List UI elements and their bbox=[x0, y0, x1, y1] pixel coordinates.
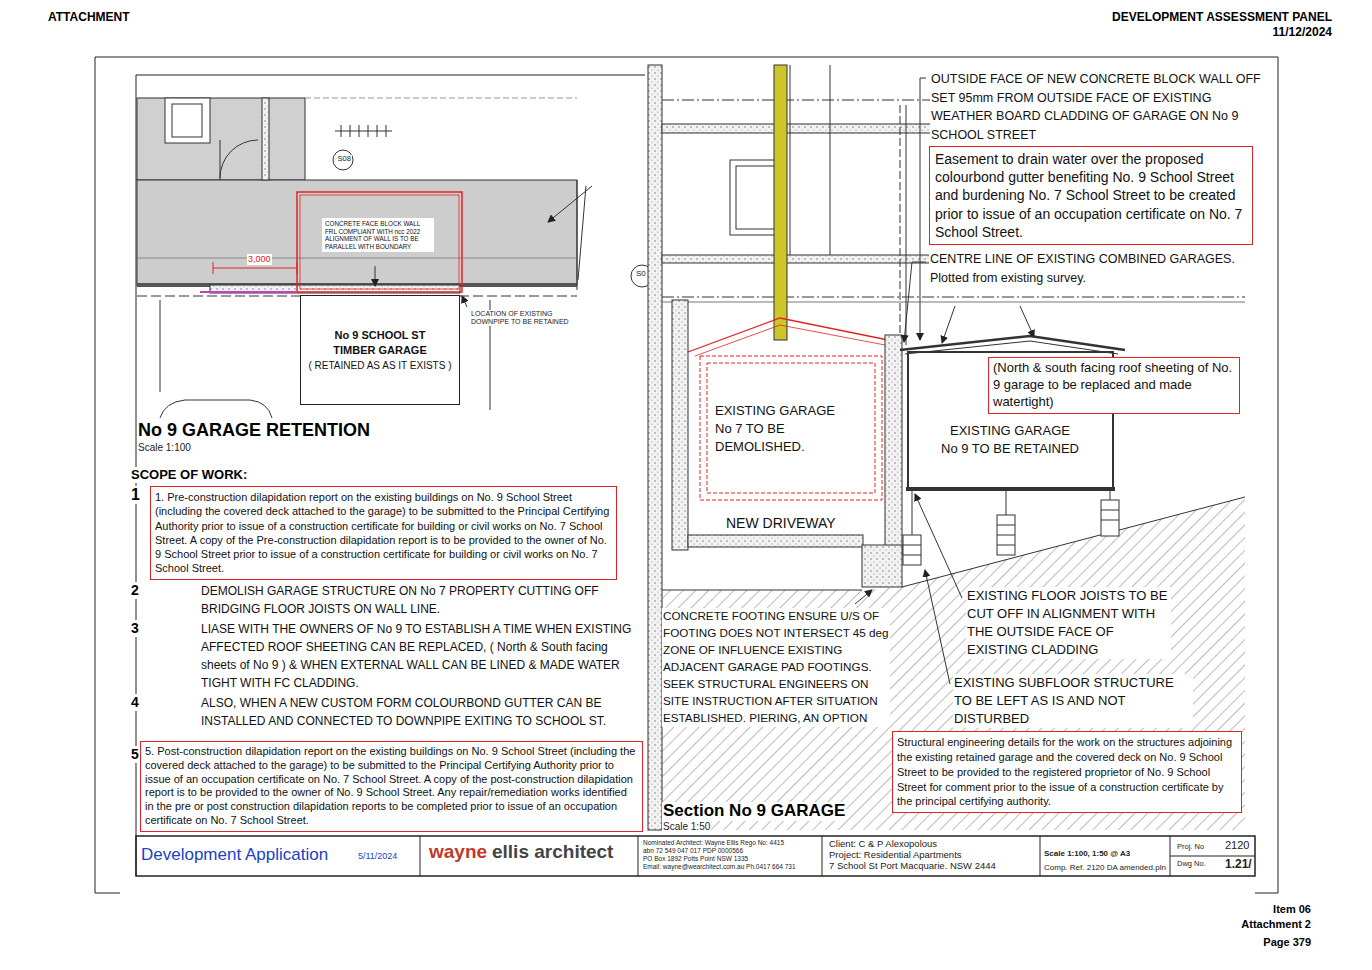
node-text: Easement to drain water over the propose… bbox=[935, 150, 1247, 241]
title-block-text: Nominated Architect: Wayne Ellis Rego No… bbox=[642, 839, 785, 846]
title-block-text: Dwg No. bbox=[1176, 860, 1207, 868]
firm-name: ellis architect bbox=[491, 842, 614, 863]
condition-box: 5. Post-construction dilapidation report… bbox=[140, 741, 643, 832]
section-note: EXISTING GARAGE No 7 TO BE DEMOLISHED. bbox=[714, 402, 854, 457]
node-text: Structural engineering details for the w… bbox=[897, 735, 1237, 809]
garage-box: No 9 SCHOOL ST TIMBER GARAGE ( RETAINED A… bbox=[300, 295, 460, 405]
title-block-text: Client: C & P Alexopolous bbox=[828, 839, 938, 849]
title-block-text: Development Application bbox=[140, 846, 329, 865]
section-heading: SCOPE OF WORK: bbox=[130, 467, 248, 483]
section-marker: S08 bbox=[337, 155, 352, 163]
title-block-text: Proj. No bbox=[1176, 843, 1205, 851]
title-block-text: 7 School St Port Macquarie. NSW 2444 bbox=[828, 861, 997, 871]
section-note: OUTSIDE FACE OF NEW CONCRETE BLOCK WALL … bbox=[930, 70, 1270, 144]
drawing-scale: Scale 1:50 bbox=[662, 821, 711, 833]
section-note: EXISTING SUBFLOOR STRUCTURE TO BE LEFT A… bbox=[953, 674, 1193, 728]
page-footer: Item 06 bbox=[1150, 903, 1312, 916]
firm-name: wayne bbox=[428, 842, 488, 863]
sheet-frame bbox=[95, 57, 1278, 893]
node-text: 1. Pre-construction dilapidation report … bbox=[155, 490, 612, 576]
page-header: DEVELOPMENT ASSESSMENT PANEL bbox=[1040, 10, 1333, 24]
section-note: CONCRETE FOOTING ENSURE U/S OF FOOTING D… bbox=[662, 608, 890, 727]
title-block-text: abn 72 549 047 017 PDP 0000566 bbox=[642, 847, 744, 854]
scope-item: LIASE WITH THE OWNERS OF No 9 TO ESTABLI… bbox=[200, 620, 635, 692]
item-number: 3 bbox=[130, 620, 140, 637]
item-number: 1 bbox=[130, 486, 141, 504]
drawing-title: No 9 GARAGE RETENTION bbox=[137, 421, 371, 441]
title-block bbox=[136, 836, 1255, 876]
page-header: ATTACHMENT bbox=[47, 10, 131, 24]
title-block-text: PO Box 1892 Potts Point NSW 1335 bbox=[642, 855, 749, 862]
drawing-scale: Scale 1:100 bbox=[137, 442, 192, 454]
plan-view bbox=[137, 98, 653, 418]
section-marker: S0 bbox=[635, 270, 647, 279]
section-note: EXISTING GARAGE No 9 TO BE RETAINED bbox=[940, 422, 1080, 458]
title-block-text: Project: Residential Apartments bbox=[828, 850, 963, 860]
drawing-title: Section No 9 GARAGE bbox=[662, 802, 846, 821]
node-text: CONCRETE FACE BLOCK WALL FRL COMPLIANT W… bbox=[325, 220, 431, 250]
page-date: 11/12/2024 bbox=[1040, 25, 1333, 39]
section-note: EXISTING FLOOR JOISTS TO BE CUT OFF IN A… bbox=[966, 587, 1171, 659]
easement-note: Easement to drain water over the propose… bbox=[929, 146, 1253, 245]
node-text: No 9 SCHOOL ST TIMBER GARAGE bbox=[324, 328, 436, 357]
item-number: 4 bbox=[130, 694, 140, 711]
engineering-note: Structural engineering details for the w… bbox=[892, 731, 1242, 813]
section-note: NEW DRIVEWAY bbox=[725, 516, 837, 531]
dimension: 3,000 bbox=[247, 254, 272, 265]
item-number: 5 bbox=[130, 746, 140, 763]
plan-note: LOCATION OF EXISTING DOWNPIPE TO BE RETA… bbox=[470, 310, 575, 326]
title-block-text: 5/11/2024 bbox=[357, 852, 398, 862]
item-number: 2 bbox=[130, 582, 140, 599]
title-block-text: 2120 bbox=[1224, 839, 1250, 851]
page-footer: Attachment 2 bbox=[1150, 918, 1312, 931]
title-block-text: Email: wayne@wearchitect.com.au Ph.0417 … bbox=[642, 863, 797, 870]
node-text: 5. Post-construction dilapidation report… bbox=[145, 745, 638, 828]
title-block-text: 1.21/ bbox=[1224, 858, 1253, 871]
node-text: ( RETAINED AS AS IT EXISTS ) bbox=[309, 359, 452, 372]
title-block-text: Comp. Ref. 2120 DA amended.pln bbox=[1043, 864, 1167, 873]
page-footer: Page 379 bbox=[1150, 936, 1312, 949]
wall-note: CONCRETE FACE BLOCK WALL FRL COMPLIANT W… bbox=[322, 218, 434, 252]
title-block-text: Scale 1:100, 1:50 @ A3 bbox=[1043, 850, 1131, 859]
condition-box: 1. Pre-construction dilapidation report … bbox=[150, 486, 617, 580]
scope-item: DEMOLISH GARAGE STRUCTURE ON No 7 PROPER… bbox=[200, 582, 635, 618]
node-text: (North & south facing roof sheeting of N… bbox=[993, 360, 1235, 411]
roof-note: (North & south facing roof sheeting of N… bbox=[988, 357, 1240, 414]
section-note: CENTRE LINE OF EXISTING COMBINED GARAGES… bbox=[929, 250, 1269, 287]
scope-item: ALSO, WHEN A NEW CUSTOM FORM COLOURBOND … bbox=[200, 694, 635, 730]
